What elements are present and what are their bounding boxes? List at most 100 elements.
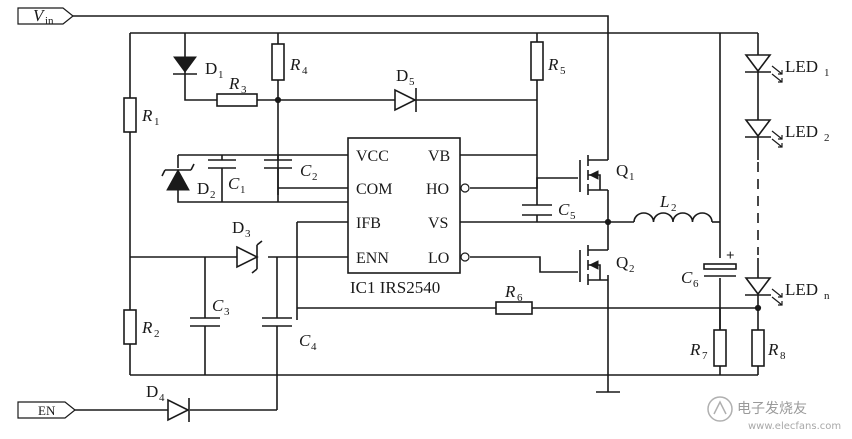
svg-text:4: 4 [159,392,165,404]
svg-text:LED: LED [785,122,818,141]
resistor-r4 [271,43,285,81]
ic-pin-vcc: VCC [356,148,389,165]
svg-text:1: 1 [824,67,830,79]
capacitor-c6 [703,263,737,277]
ic-pin-enn: ENN [356,250,389,267]
svg-text:5: 5 [560,65,566,77]
ic-irs2540 [347,137,470,274]
svg-text:2: 2 [210,189,216,201]
svg-text:C: C [300,161,312,180]
ic-pin-com: COM [356,181,392,198]
svg-text:LED: LED [785,280,818,299]
capacitor-c4 [262,317,292,327]
label-led1: LED 1 [785,57,830,79]
svg-text:3: 3 [224,306,230,318]
diode-d1 [173,56,197,75]
resistor-r5 [530,41,544,81]
resistor-r7 [713,329,727,367]
svg-text:6: 6 [517,292,523,304]
svg-text:C: C [212,296,224,315]
svg-text:C: C [558,200,570,219]
svg-text:C: C [681,268,693,287]
diode-d4 [167,398,190,422]
label-c6-plus: + [726,248,735,264]
led-1 [744,54,783,83]
capacitor-c5 [522,204,552,216]
vin-input-tag: V in [17,6,74,27]
svg-text:2: 2 [154,328,160,340]
svg-text:8: 8 [780,350,786,362]
svg-text:n: n [824,290,830,302]
ic-pin-vb: VB [428,148,450,165]
svg-text:Q: Q [616,161,628,180]
svg-text:R: R [504,282,516,301]
resistor-r3 [216,93,258,107]
svg-text:5: 5 [570,210,576,222]
capacitor-c2 [264,159,292,169]
capacitor-c1 [208,159,236,169]
svg-text:D: D [146,382,158,401]
watermark: 电子发烧友 www.elecfans.com [707,396,841,432]
svg-text:2: 2 [671,202,677,214]
svg-text:2: 2 [312,171,318,183]
resistor-r1 [123,97,137,133]
svg-text:D: D [197,179,209,198]
mosfet-q2 [579,240,609,285]
mosfet-q1 [579,145,609,195]
svg-text:R: R [141,318,153,337]
ic-pin-vs: VS [428,215,448,232]
svg-text:EN: EN [38,403,56,418]
svg-text:1: 1 [240,184,246,196]
svg-text:D: D [396,66,408,85]
svg-text:R: R [689,340,701,359]
svg-text:6: 6 [693,278,699,290]
zener-d3 [236,240,263,274]
diode-d5 [394,88,417,112]
svg-text:www.elecfans.com: www.elecfans.com [748,421,841,432]
resistor-r2 [123,309,137,345]
svg-text:R: R [547,55,559,74]
svg-text:3: 3 [245,228,251,240]
svg-text:R: R [767,340,779,359]
led-string [720,32,759,375]
svg-text:C: C [299,331,311,350]
en-input-tag: EN [17,401,76,419]
led-2 [744,119,783,148]
svg-text:R: R [289,55,301,74]
resistor-r6 [495,301,533,315]
svg-text:7: 7 [702,350,708,362]
svg-text:2: 2 [629,263,635,275]
ic-name-label: IC1 IRS2540 [350,278,440,297]
svg-text:Q: Q [616,253,628,272]
wires [73,15,758,411]
zener-d2 [161,163,195,191]
ic-pin-ifb: IFB [356,215,381,232]
svg-text:D: D [232,218,244,237]
svg-text:LED: LED [785,57,818,76]
svg-text:1: 1 [629,171,635,183]
svg-text:R: R [228,74,240,93]
svg-text:R: R [141,106,153,125]
svg-text:5: 5 [409,76,415,88]
capacitor-c3 [190,317,220,327]
